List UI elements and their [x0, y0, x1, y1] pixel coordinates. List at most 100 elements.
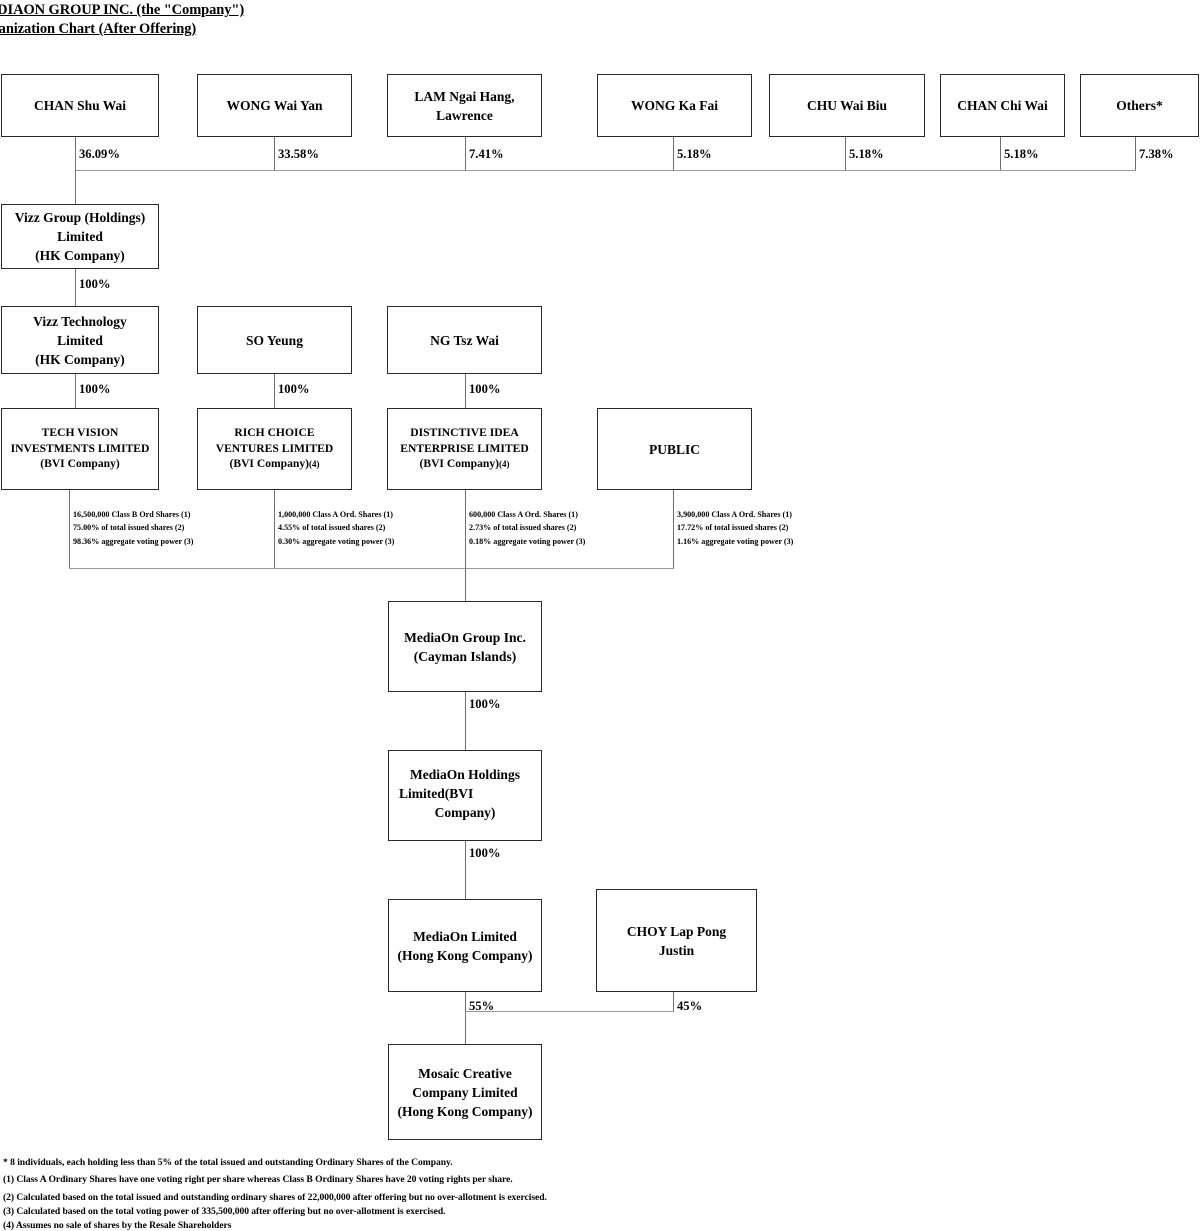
node-lam-ngai-hang-lawrence[interactable]: LAM Ngai Hang, Lawrence — [387, 74, 542, 137]
voting-power-percent: 0.30% aggregate voting power (3) — [278, 536, 395, 546]
node-label-line-2: Limited — [57, 229, 103, 244]
node-label-line-1: TECH VISION — [41, 426, 119, 440]
node-chan-chi-wai[interactable]: CHAN Chi Wai — [940, 74, 1065, 137]
node-label: SO Yeung — [246, 332, 303, 348]
issued-share-percent: 4.55% of total issued shares (2) — [278, 523, 386, 533]
node-so-yeung[interactable]: SO Yeung — [197, 306, 352, 374]
node-public[interactable]: PUBLIC — [597, 408, 752, 490]
connector-shareholder-bus — [75, 170, 1136, 172]
share-count: 3,900,000 Class A Ord. Shares (1) — [677, 510, 792, 519]
node-label-line-1: MediaOn Group Inc. — [404, 629, 526, 645]
node-label-line-3: (Hong Kong Company) — [397, 1103, 533, 1119]
node-wong-wai-yan[interactable]: WONG Wai Yan — [197, 74, 352, 137]
node-tech-vision-investments[interactable]: TECH VISION INVESTMENTS LIMITED (BVI Com… — [1, 408, 159, 490]
node-label-line-2: (Cayman Islands) — [413, 648, 517, 664]
node-choy-lap-pong-justin[interactable]: CHOY Lap Pong Justin — [596, 889, 757, 992]
connector-chu-wai-biu — [845, 137, 847, 170]
percent-mediaon-limited-to-mosaic: 55% — [469, 999, 495, 1013]
node-chu-wai-biu[interactable]: CHU Wai Biu — [769, 74, 925, 137]
connector-bus-to-mediaon-group — [465, 568, 467, 601]
node-label-line-1: Mosaic Creative — [418, 1065, 512, 1081]
node-mediaon-limited[interactable]: MediaOn Limited (Hong Kong Company) — [388, 899, 542, 992]
node-label-line-2: ENTERPRISE LIMITED — [400, 441, 529, 455]
node-label: WONG Wai Yan — [226, 98, 323, 113]
node-others[interactable]: Others* — [1080, 74, 1199, 137]
node-label-line-1: MediaOn Limited — [413, 928, 517, 944]
node-label-line-2: Limited — [57, 332, 103, 348]
connector-so-yeung-to-rich-choice — [274, 374, 276, 408]
percent-chu-wai-biu: 5.18% — [849, 147, 884, 161]
node-label-line-1: MediaOn Holdings — [410, 767, 520, 782]
percent-mediaon-group-to-holdings: 100% — [469, 697, 501, 711]
connector-others — [1135, 137, 1137, 170]
percent-wong-ka-fai: 5.18% — [677, 147, 712, 161]
node-distinctive-idea-enterprise[interactable]: DISTINCTIVE IDEA ENTERPRISE LIMITED (BVI… — [387, 408, 542, 490]
connector-ng-tsz-wai-to-distinctive-idea — [465, 374, 467, 408]
node-label-line-3: (BVI Company)(4) — [419, 457, 510, 471]
connector-mediaon-limited-down — [465, 992, 467, 1011]
footnote-1: (1) Class A Ordinary Shares have one vot… — [3, 1174, 513, 1185]
connector-holdings-to-mediaon-limited — [465, 841, 467, 899]
node-vizz-group-holdings[interactable]: Vizz Group (Holdings) Limited (HK Compan… — [1, 204, 159, 269]
connector-vizz-group-to-vizz-technology — [75, 269, 77, 306]
connector-lam-ngai-hang — [465, 137, 467, 170]
connector-mediaon-group-to-holdings — [465, 692, 467, 750]
node-label: CHAN Shu Wai — [33, 98, 127, 113]
percent-vizz-group-to-vizz-technology: 100% — [79, 277, 111, 291]
footnote-4: (4) Assumes no sale of shares by the Res… — [3, 1220, 232, 1231]
issued-share-percent: 75.00% of total issued shares (2) — [73, 523, 185, 533]
connector-public-down — [673, 490, 675, 568]
node-label-line-2: Limited(BVI — [399, 786, 474, 801]
connector-distinctive-idea-down — [465, 490, 467, 568]
issued-share-percent: 17.72% of total issued shares (2) — [677, 523, 789, 533]
connector-vizz-technology-to-tech-vision — [75, 374, 77, 408]
share-details-tech-vision: 16,500,000 Class B Ord Shares (1) 75.00%… — [73, 508, 193, 548]
node-mediaon-group-inc[interactable]: MediaOn Group Inc. (Cayman Islands) — [388, 601, 542, 692]
voting-power-percent: 0.18% aggregate voting power (3) — [469, 536, 586, 546]
connector-chan-shu-wai — [75, 137, 77, 170]
node-label-line-1: CHOY Lap Pong — [626, 923, 727, 939]
node-label-line-2: Justin — [658, 942, 695, 958]
node-vizz-technology[interactable]: Vizz Technology Limited (HK Company) — [1, 306, 159, 374]
percent-lam-ngai-hang: 7.41% — [469, 147, 504, 161]
node-label-superscript: (4) — [499, 459, 510, 470]
share-count: 1,000,000 Class A Ord. Shares (1) — [278, 510, 393, 519]
connector-wong-wai-yan — [274, 137, 276, 170]
percent-holdings-to-mediaon-limited: 100% — [469, 846, 501, 860]
percent-others: 7.38% — [1139, 147, 1174, 161]
node-label: CHU Wai Biu — [806, 98, 888, 113]
percent-chan-chi-wai: 5.18% — [1004, 147, 1039, 161]
share-count: 600,000 Class A Ord. Shares (1) — [469, 510, 578, 519]
node-label-line-1: LAM Ngai Hang, — [414, 88, 515, 104]
chart-title-line-2: Organization Chart (After Offering) — [0, 21, 197, 37]
percent-so-yeung-to-rich-choice: 100% — [278, 382, 310, 396]
node-mosaic-creative-company-limited[interactable]: Mosaic Creative Company Limited (Hong Ko… — [388, 1044, 542, 1140]
node-label: CHAN Chi Wai — [957, 98, 1048, 113]
connector-mosaic-merge-bus — [465, 1011, 674, 1013]
share-details-public: 3,900,000 Class A Ord. Shares (1) 17.72%… — [677, 508, 793, 548]
node-label-line-3: (BVI Company) — [40, 457, 120, 471]
chart-title-line-1: MEDIAON GROUP INC. (the "Company") — [0, 2, 245, 18]
node-chan-shu-wai[interactable]: CHAN Shu Wai — [1, 74, 159, 137]
share-details-rich-choice: 1,000,000 Class A Ord. Shares (1) 4.55% … — [278, 508, 394, 548]
percent-ng-tsz-wai-to-distinctive-idea: 100% — [469, 382, 501, 396]
connector-chan-chi-wai — [1000, 137, 1002, 170]
connector-bus-to-mosaic-creative — [465, 1011, 467, 1044]
node-label: NG Tsz Wai — [430, 332, 499, 348]
node-mediaon-holdings-limited[interactable]: MediaOn Holdings Limited(BVI Company) — [388, 750, 542, 841]
footnote-2: (2) Calculated based on the total issued… — [3, 1192, 547, 1203]
connector-tech-vision-down — [69, 490, 71, 568]
percent-choy-lap-pong-to-mosaic: 45% — [677, 999, 703, 1013]
node-ng-tsz-wai[interactable]: NG Tsz Wai — [387, 306, 542, 374]
percent-vizz-technology-to-tech-vision: 100% — [79, 382, 111, 396]
node-label-line-1: RICH CHOICE — [234, 426, 315, 440]
node-rich-choice-ventures[interactable]: RICH CHOICE VENTURES LIMITED (BVI Compan… — [197, 408, 352, 490]
node-label-line-3: Company) — [434, 805, 496, 820]
node-label-line-2: Lawrence — [436, 107, 493, 123]
node-label-line-2: INVESTMENTS LIMITED — [10, 441, 150, 455]
footnote-asterisk: * 8 individuals, each holding less than … — [3, 1157, 453, 1168]
node-label-line-3: (HK Company) — [35, 248, 125, 263]
node-wong-ka-fai[interactable]: WONG Ka Fai — [597, 74, 752, 137]
share-details-distinctive-idea: 600,000 Class A Ord. Shares (1) 2.73% of… — [469, 508, 585, 548]
